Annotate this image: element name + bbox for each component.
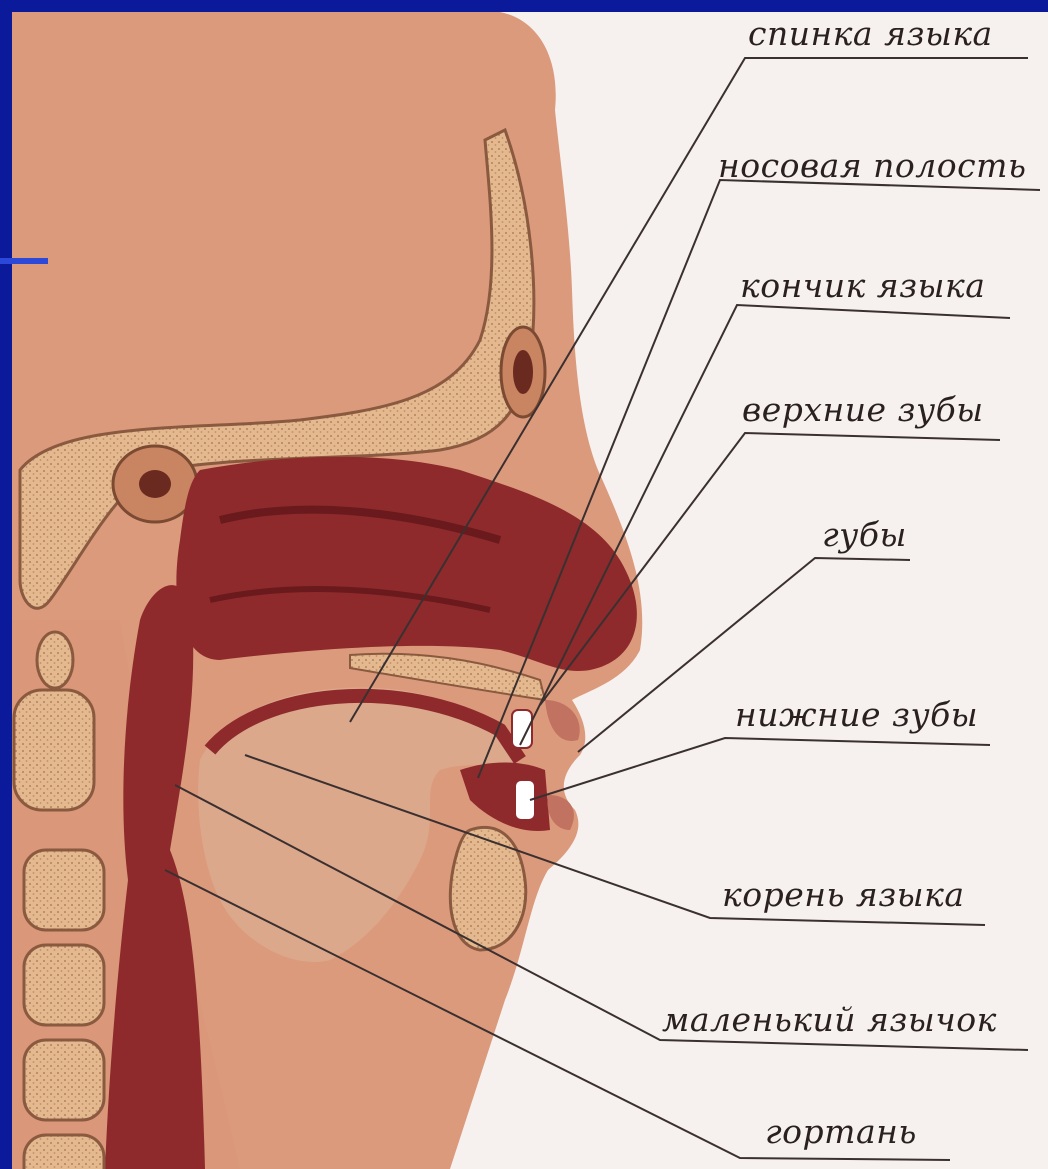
label-guby: губы <box>822 515 907 554</box>
label-gortan: гортань <box>765 1112 917 1151</box>
label-nizhnie-zuby: нижние зубы <box>735 695 978 734</box>
label-koren-yazyka: корень языка <box>722 875 965 914</box>
label-nosovaya-polost: носовая полость <box>718 146 1026 185</box>
slide-frame-top <box>0 0 1048 12</box>
slide-accent-stripe <box>0 258 48 264</box>
slide-frame-left <box>0 0 12 1169</box>
lower-jaw-bone <box>450 827 525 950</box>
label-spinka-yazyka: спинка языка <box>748 14 993 53</box>
vertebrae <box>14 632 104 1169</box>
label-verhnie-zuby: верхние зубы <box>742 390 984 429</box>
label-konchik-yazyka: кончик языка <box>740 266 985 305</box>
label-malenkiy-yazychok: маленький язычок <box>662 1000 997 1039</box>
